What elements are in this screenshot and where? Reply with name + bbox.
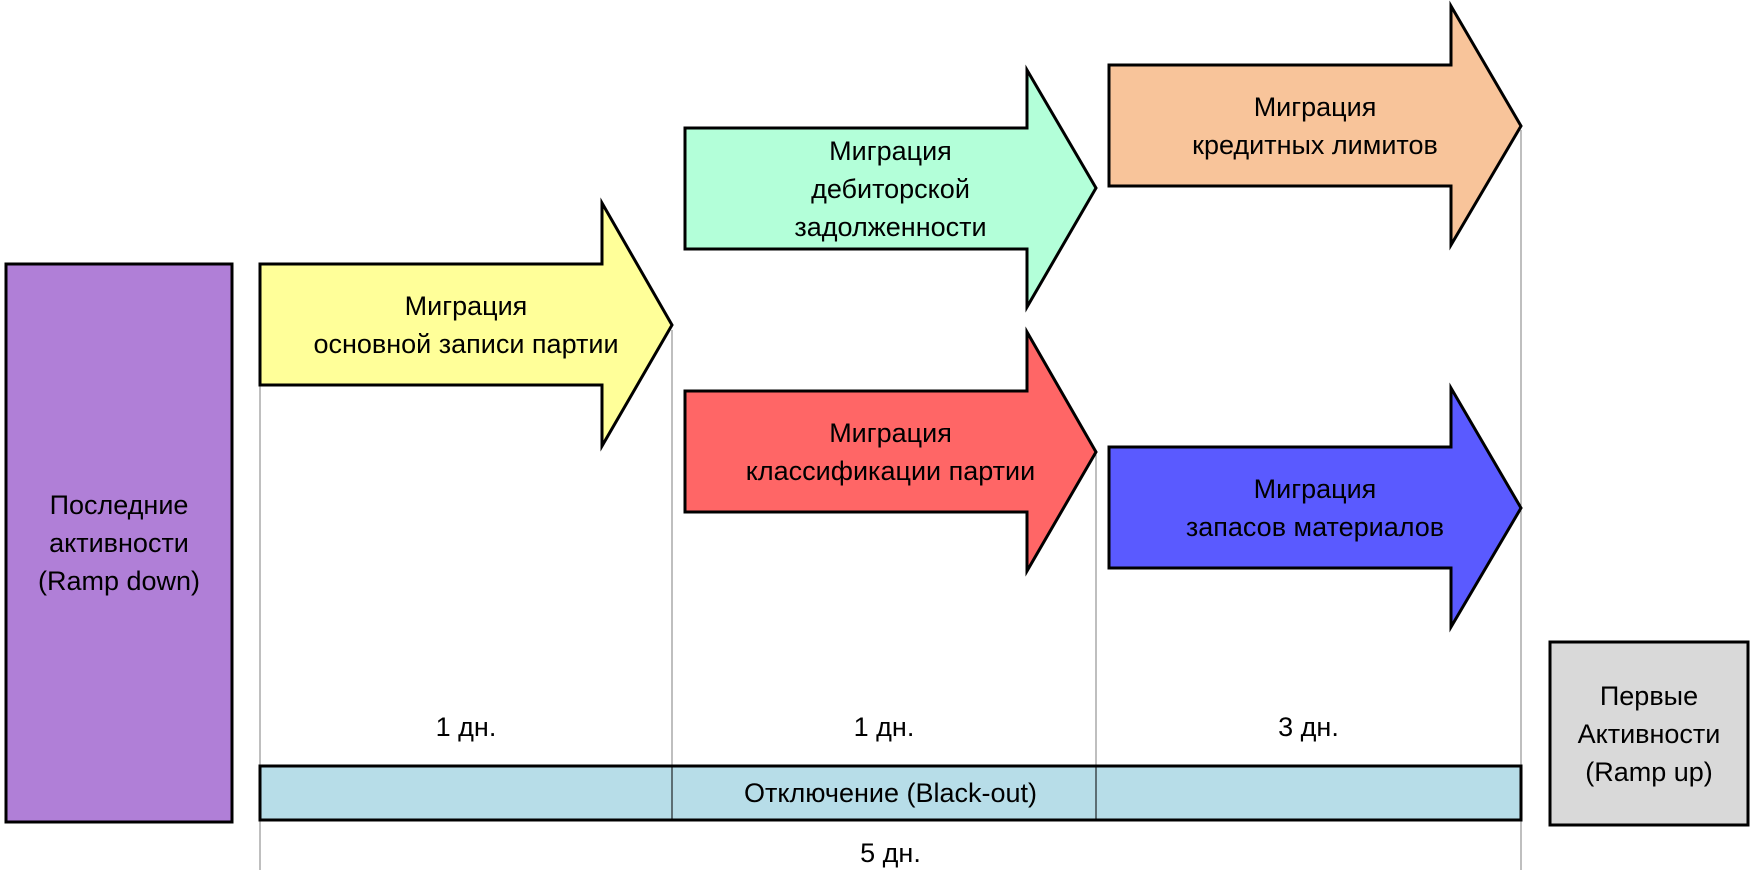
arrow-party-classification-label: Миграция классификации партии xyxy=(745,417,1036,486)
ramp-up-label: Первые Активности (Ramp up) xyxy=(1577,680,1721,787)
phase-1-duration: 1 дн. xyxy=(435,712,497,742)
ramp-down-box xyxy=(4,262,234,824)
arrow-credit-limits xyxy=(1107,0,1523,251)
phase-2-duration: 1 дн. xyxy=(853,712,915,742)
blackout-bar xyxy=(258,764,1523,822)
arrow-receivables xyxy=(683,64,1098,313)
phase-3-duration: 3 дн. xyxy=(1278,712,1339,742)
arrow-material-stock xyxy=(1107,382,1523,633)
arrow-material-stock-label: Миграция запасов материалов xyxy=(1185,473,1445,542)
arrow-party-master xyxy=(258,197,674,452)
ramp-up-box xyxy=(1548,640,1750,827)
arrow-credit-limits-label: Миграция кредитных лимитов xyxy=(1192,91,1438,160)
total-duration: 5 дн. xyxy=(860,838,921,868)
ramp-down-label: Последние активности (Ramp down) xyxy=(37,490,201,596)
blackout-label: Отключение (Black-out) xyxy=(743,778,1038,808)
arrow-party-master-label: Миграция основной записи партии xyxy=(313,290,619,359)
arrow-party-classification xyxy=(683,326,1098,577)
arrow-receivables-label: Миграция дебиторской задолженности xyxy=(794,135,987,242)
